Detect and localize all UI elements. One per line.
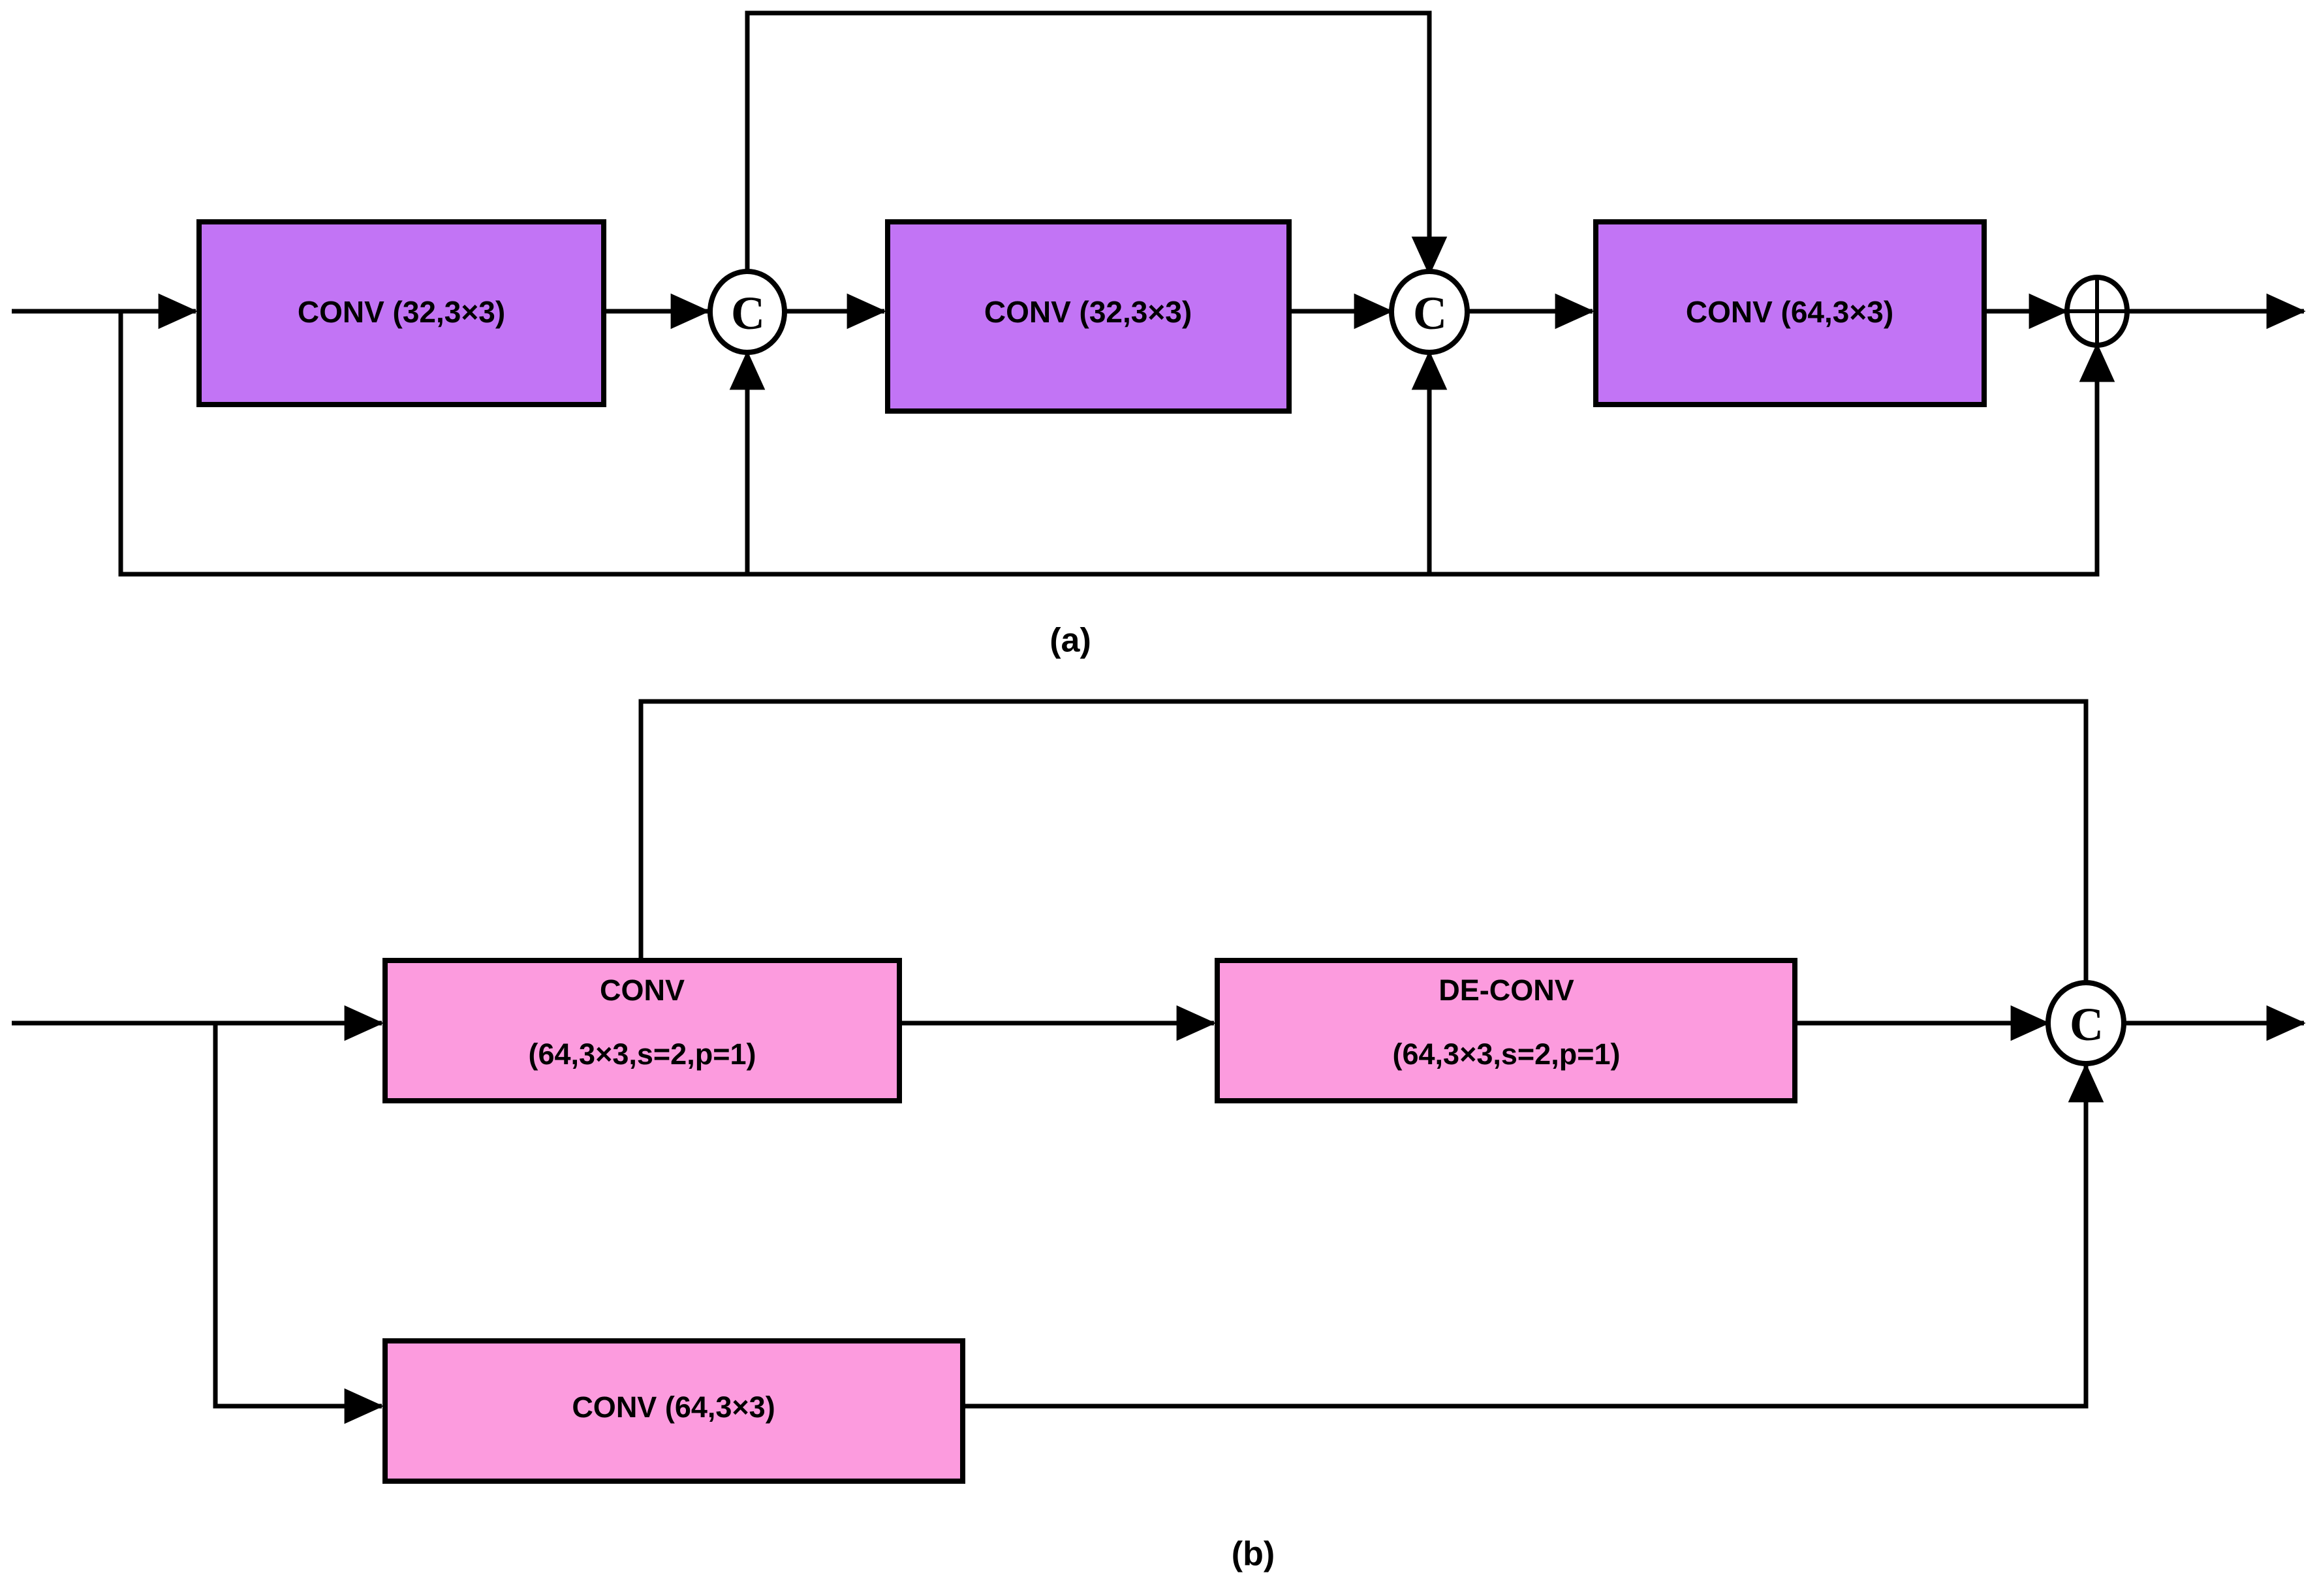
a-conv-block-3-rect	[1593, 219, 1987, 407]
a-concat-node-2-glyph: C	[1413, 287, 1447, 339]
a-top-skip-wire	[745, 10, 1448, 313]
b-deconv-block[interactable]: DE-CONV (64,3×3,s=2,p=1)	[1215, 958, 1797, 1103]
a-conv-block-3-label: CONV (64,3×3)	[1686, 295, 1893, 329]
b-conv-down-block-label-line1: CONV	[600, 974, 685, 1007]
a-concat-node-1[interactable]: C	[708, 269, 787, 355]
a-concat-node-1-circle	[708, 269, 787, 355]
b-concat-node[interactable]: C	[2045, 980, 2126, 1066]
b-conv-down-block-label-line2: (64,3×3,s=2,p=1)	[529, 1037, 756, 1071]
a-conv-block-2-rect	[885, 219, 1292, 414]
a-conv-block-2-label: CONV (32,3×3)	[984, 295, 1192, 329]
b-top-skip-wire	[638, 699, 2104, 1051]
b-deconv-block-rect	[1215, 958, 1797, 1103]
a-conv-block-3[interactable]: CONV (64,3×3)	[1593, 219, 1987, 407]
a-add-node[interactable]	[2064, 275, 2130, 348]
b-conv-bottom-block[interactable]: CONV (64,3×3)	[382, 1338, 965, 1484]
panel-a-caption: (a)	[1050, 622, 1091, 660]
b-conv-down-block-rect	[382, 958, 902, 1103]
b-conv-bottom-block-label: CONV (64,3×3)	[572, 1390, 775, 1424]
a-concat-node-2[interactable]: C	[1389, 269, 1470, 355]
a-bottom-skip-wire	[118, 311, 2115, 577]
a-concat-node-1-glyph: C	[731, 287, 765, 339]
b-wire-bottomconv-concat	[963, 1063, 2104, 1409]
b-conv-down-block[interactable]: CONV (64,3×3,s=2,p=1)	[382, 958, 902, 1103]
a-conv-block-1-label: CONV (32,3×3)	[298, 295, 505, 329]
b-deconv-block-label-line1: DE-CONV	[1438, 974, 1574, 1007]
a-conv-block-2[interactable]: CONV (32,3×3)	[885, 219, 1292, 414]
b-concat-node-glyph: C	[2070, 998, 2104, 1051]
panel-a: CONV (32,3×3) CONV (32,3×3) CONV (64,3×3…	[12, 10, 2306, 660]
panel-b-caption: (b)	[1232, 1535, 1275, 1573]
a-conv-block-1[interactable]: CONV (32,3×3)	[196, 219, 606, 407]
b-concat-node-circle	[2045, 980, 2126, 1066]
panel-b: CONV (64,3×3,s=2,p=1) DE-CONV (64,3×3,s=…	[12, 699, 2306, 1573]
a-conv-block-1-rect	[196, 219, 606, 407]
b-deconv-block-label-line2: (64,3×3,s=2,p=1)	[1393, 1037, 1621, 1071]
b-input-branch-wire	[213, 1023, 384, 1424]
b-conv-bottom-block-rect	[382, 1338, 965, 1484]
a-concat-node-2-circle	[1389, 269, 1470, 355]
